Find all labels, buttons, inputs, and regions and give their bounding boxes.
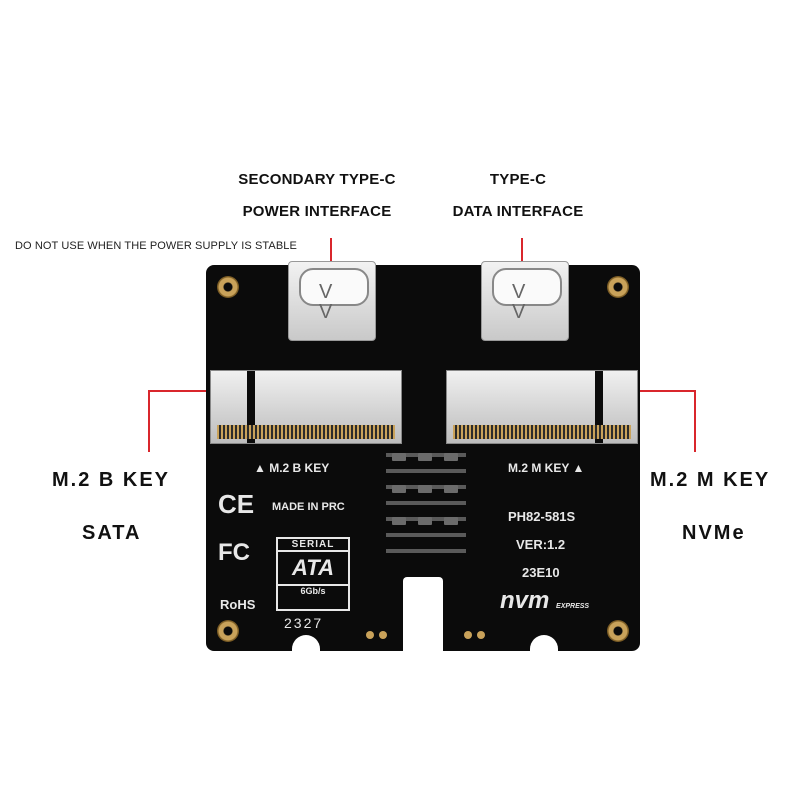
silk-mkey-text: M.2 M KEY — [508, 461, 570, 475]
secondary-typec-port: V V — [288, 261, 376, 341]
test-pad — [366, 631, 374, 639]
test-pad — [477, 631, 485, 639]
smd-component — [392, 517, 406, 525]
slot-pins — [217, 425, 395, 439]
slot-key-notch — [247, 371, 255, 443]
mounting-hole-bottom-left — [217, 620, 239, 642]
mkey-pointer-v — [694, 390, 696, 452]
test-pad — [379, 631, 387, 639]
serial-ata-logo: SERIAL ATA 6Gb/s — [276, 537, 350, 611]
slot-pins — [453, 425, 631, 439]
usbc-contacts: V V — [319, 281, 337, 323]
board-center-notch — [403, 577, 443, 657]
silk-mkey-label: M.2 M KEY ▲ — [508, 461, 585, 475]
mounting-hole-top-right — [607, 276, 629, 298]
typec-title: TYPE-C — [489, 171, 547, 188]
rohs-label: RoHS — [220, 597, 256, 612]
smd-component — [392, 453, 406, 461]
smd-component — [418, 453, 432, 461]
sata-speed: 6Gb/s — [278, 584, 348, 596]
usbc-opening: V V — [299, 268, 369, 323]
nvm-text: nvm — [500, 587, 550, 614]
board-left-notch — [292, 635, 320, 655]
secondary-typec-pointer — [330, 238, 332, 268]
secondary-typec-subtitle: POWER INTERFACE — [242, 203, 392, 220]
nvm-express-logo: nvm EXPRESS — [500, 587, 589, 615]
mounting-hole-bottom-right — [607, 620, 629, 642]
slot-key-notch — [595, 371, 603, 443]
serial-text: SERIAL — [278, 539, 348, 552]
ata-text: ATA — [292, 555, 334, 580]
bkey-title: M.2 B KEY — [52, 469, 171, 491]
bkey-pointer-v — [148, 390, 150, 452]
version-label: VER:1.2 — [516, 537, 566, 552]
express-text: EXPRESS — [556, 603, 590, 610]
mkey-pointer-h — [638, 390, 696, 392]
secondary-typec-title: SECONDARY TYPE-C — [238, 171, 396, 188]
test-pad — [464, 631, 472, 639]
smd-component — [418, 517, 432, 525]
batch-code: 2327 — [284, 615, 324, 631]
m2-b-key-slot — [210, 370, 402, 444]
usbc-opening: V V — [492, 268, 562, 323]
date-code: 23E10 — [522, 565, 560, 580]
smd-component — [392, 485, 406, 493]
mkey-title: M.2 M KEY — [650, 469, 771, 491]
bkey-pointer-h — [148, 390, 208, 392]
mkey-protocol: NVMe — [682, 522, 746, 544]
board-right-notch — [530, 635, 558, 655]
secondary-typec-note: DO NOT USE WHEN THE POWER SUPPLY IS STAB… — [15, 240, 297, 252]
center-components — [386, 445, 466, 565]
silk-bkey-label: ▲ M.2 B KEY — [254, 461, 330, 475]
fc-mark: FC — [218, 539, 250, 566]
typec-pointer — [521, 238, 523, 268]
smd-component — [418, 485, 432, 493]
smd-component — [444, 453, 458, 461]
silk-bkey-text: M.2 B KEY — [269, 461, 330, 475]
ce-mark: CE — [218, 489, 255, 519]
usbc-contacts: V V — [512, 281, 530, 323]
model-number: PH82-581S — [508, 509, 576, 524]
mounting-hole-top-left — [217, 276, 239, 298]
smd-component — [444, 517, 458, 525]
made-in-label: MADE IN PRC — [272, 501, 345, 513]
typec-subtitle: DATA INTERFACE — [452, 203, 584, 220]
smd-component — [444, 485, 458, 493]
bkey-protocol: SATA — [82, 522, 142, 544]
typec-data-port: V V — [481, 261, 569, 341]
m2-m-key-slot — [446, 370, 638, 444]
pcb-board: V V V V ▲ M.2 B KEY M.2 M KEY ▲ CE MADE … — [206, 261, 640, 657]
